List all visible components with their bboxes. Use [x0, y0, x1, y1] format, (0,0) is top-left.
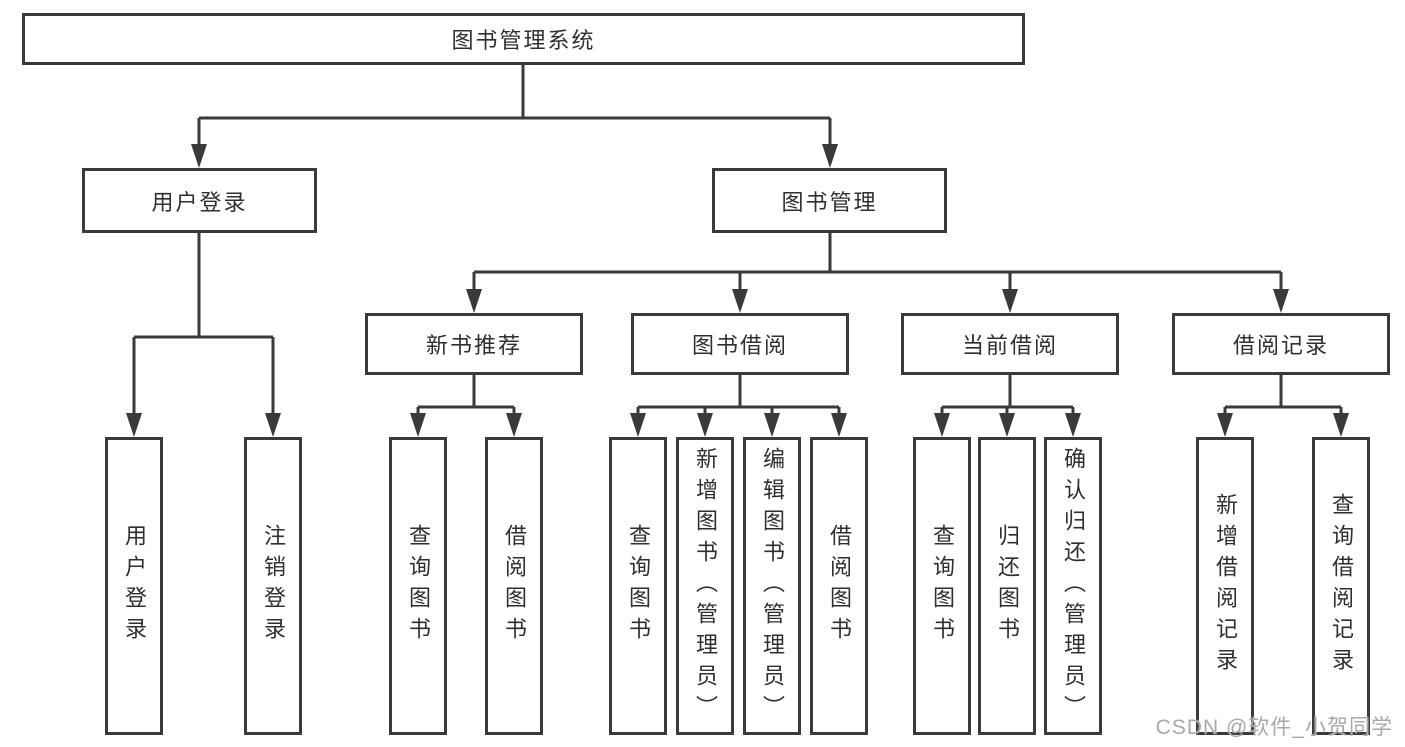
leaf-add-borrow-record: 新增借阅记录 — [1196, 437, 1254, 735]
csdn-watermark: CSDN @软件_小贺同学 — [1155, 716, 1393, 739]
node-user-login: 用户登录 — [82, 168, 317, 233]
leaf-query-borrow-record: 查询借阅记录 — [1312, 437, 1370, 735]
arrow-icon — [191, 144, 207, 168]
node-label: 当前借阅 — [961, 333, 1058, 358]
node-new-book-recommend: 新书推荐 — [365, 313, 583, 375]
node-label: 图书管理 — [781, 189, 878, 215]
arrow-icon — [1333, 413, 1349, 437]
leaf-add-book-admin: 新增图书（管理员） — [676, 437, 734, 735]
leaf-label: 查询图书 — [930, 524, 955, 648]
arrow-icon — [410, 413, 426, 437]
arrow-icon — [732, 289, 748, 313]
leaf-label: 新增借阅记录 — [1213, 493, 1238, 679]
leaf-confirm-return-admin: 确认归还（管理员） — [1044, 437, 1102, 735]
node-book-borrow: 图书借阅 — [631, 313, 849, 375]
leaf-label: 用户登录 — [122, 524, 147, 648]
leaf-label: 查询图书 — [626, 524, 651, 648]
connector-paths — [132, 65, 1343, 415]
node-library-system: 图书管理系统 — [22, 13, 1025, 65]
arrow-icon — [1217, 413, 1233, 437]
leaf-logout: 注销登录 — [244, 437, 302, 735]
arrow-icon — [697, 413, 713, 437]
arrow-icon — [1002, 289, 1018, 313]
leaf-label: 查询图书 — [406, 524, 431, 648]
leaf-query-books-newbook: 查询图书 — [389, 437, 447, 735]
arrow-icon — [764, 413, 780, 437]
arrow-icon — [630, 413, 646, 437]
leaf-borrow-books-newbook: 借阅图书 — [485, 437, 543, 735]
arrow-icon — [506, 413, 522, 437]
leaf-label: 新增图书（管理员） — [693, 446, 718, 726]
node-label: 借阅记录 — [1232, 333, 1329, 358]
leaf-edit-book-admin: 编辑图书（管理员） — [743, 437, 801, 735]
arrowheads — [126, 144, 1349, 437]
arrow-icon — [1273, 289, 1289, 313]
leaf-label: 确认归还（管理员） — [1061, 446, 1086, 726]
arrow-icon — [831, 413, 847, 437]
arrow-icon — [934, 413, 950, 437]
leaf-label: 归还图书 — [995, 524, 1020, 648]
leaf-label: 借阅图书 — [827, 524, 852, 648]
leaf-label: 借阅图书 — [502, 524, 527, 648]
leaf-label: 注销登录 — [261, 524, 286, 648]
arrow-icon — [822, 144, 838, 168]
node-label: 用户登录 — [151, 189, 248, 215]
leaf-user-login: 用户登录 — [105, 437, 163, 735]
arrow-icon — [126, 413, 142, 437]
leaf-borrow-books-borrow: 借阅图书 — [810, 437, 868, 735]
node-label: 图书借阅 — [691, 333, 788, 358]
node-label: 新书推荐 — [425, 333, 522, 358]
arrow-icon — [1065, 413, 1081, 437]
arrow-icon — [466, 289, 482, 313]
leaf-label: 查询借阅记录 — [1329, 493, 1354, 679]
node-current-borrow: 当前借阅 — [901, 313, 1119, 375]
arrow-icon — [265, 413, 281, 437]
node-borrow-records: 借阅记录 — [1172, 313, 1390, 375]
leaf-return-book: 归还图书 — [978, 437, 1036, 735]
leaf-label: 编辑图书（管理员） — [760, 446, 785, 726]
leaf-query-books-borrow: 查询图书 — [609, 437, 667, 735]
arrow-icon — [999, 413, 1015, 437]
node-book-management: 图书管理 — [712, 168, 947, 233]
leaf-query-books-current: 查询图书 — [913, 437, 971, 735]
node-label: 图书管理系统 — [451, 28, 596, 53]
